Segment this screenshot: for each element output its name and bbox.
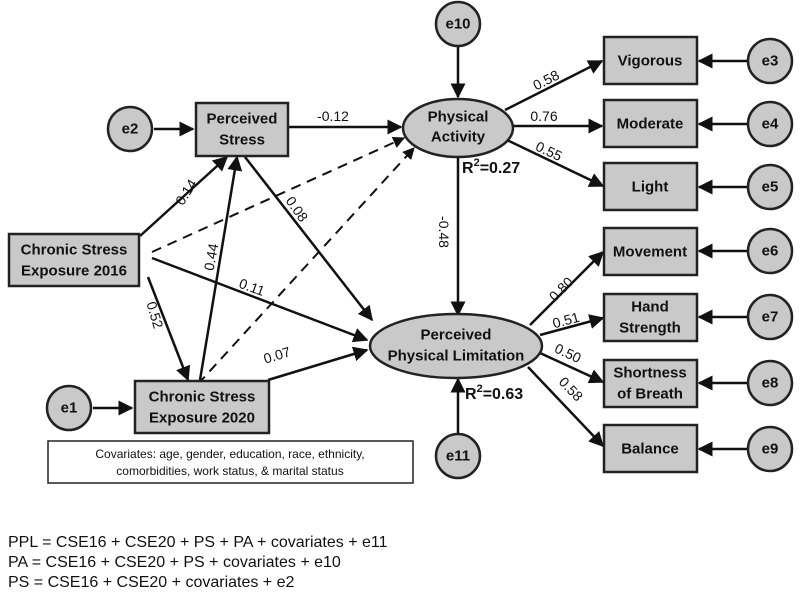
- node-perceived-stress: Perceived Stress: [194, 101, 290, 158]
- svg-text:e7: e7: [762, 309, 779, 326]
- coef-cse16-cse20: 0.52: [143, 300, 166, 331]
- coef-cse20-ppl: 0.07: [262, 343, 293, 366]
- svg-text:Shortness: Shortness: [613, 365, 686, 382]
- svg-text:Chronic Stress: Chronic Stress: [21, 242, 128, 259]
- svg-text:e4: e4: [762, 116, 779, 133]
- arrow-cse20-ppl: [267, 346, 369, 382]
- svg-text:e2: e2: [122, 121, 139, 138]
- r2-perceived-physical-limitation: R2=0.63: [465, 383, 523, 403]
- svg-text:e8: e8: [762, 375, 779, 392]
- svg-text:Vigorous: Vigorous: [618, 53, 683, 70]
- arrow-ppl-movement: [529, 250, 605, 326]
- node-moderate: Moderate: [602, 98, 699, 149]
- svg-text:Strength: Strength: [619, 320, 681, 337]
- node-perceived-physical-limitation: Perceived Physical Limitation: [368, 312, 544, 380]
- error-e6: e6: [746, 227, 794, 275]
- svg-text:e9: e9: [762, 441, 779, 458]
- coef-cse16-ps: 0.14: [172, 176, 200, 208]
- arrow-ppl-hand: [539, 314, 605, 337]
- svg-text:Chronic Stress: Chronic Stress: [149, 389, 256, 406]
- svg-text:Exposure 2016: Exposure 2016: [21, 263, 127, 280]
- svg-text:e3: e3: [762, 53, 779, 70]
- error-e2: e2: [106, 105, 154, 153]
- arrow-cse16-ps: [139, 155, 229, 237]
- svg-text:e6: e6: [762, 243, 779, 260]
- svg-text:Movement: Movement: [613, 244, 687, 261]
- svg-text:Perceived: Perceived: [207, 111, 278, 128]
- error-e11: e11: [434, 432, 482, 480]
- node-physical-activity: Physical Activity: [401, 97, 515, 159]
- svg-text:e10: e10: [445, 16, 470, 33]
- covariates-line-1: Covariates: age, gender, education, race…: [95, 447, 364, 461]
- svg-text:Physical Limitation: Physical Limitation: [388, 348, 525, 365]
- r2-physical-activity: R2=0.27: [462, 157, 520, 177]
- svg-text:Activity: Activity: [431, 129, 486, 146]
- arrow-ps-ppl: [244, 156, 373, 322]
- node-cse2020: Chronic Stress Exposure 2020: [133, 379, 271, 435]
- svg-text:Stress: Stress: [219, 132, 265, 149]
- coef-ps-pa: -0.12: [317, 108, 349, 124]
- coef-cse16-ppl: 0.11: [237, 275, 267, 299]
- svg-text:Exposure 2020: Exposure 2020: [149, 410, 255, 427]
- coef-pa-ppl: -0.48: [436, 216, 452, 248]
- coef-ppl-movement: 0.80: [546, 274, 577, 305]
- arrows: [93, 46, 748, 457]
- coef-cse20-ps: 0.44: [201, 242, 222, 272]
- arrow-cse16-cse20: [146, 276, 191, 382]
- error-e8: e8: [746, 359, 794, 407]
- error-e3: e3: [746, 37, 794, 85]
- svg-text:e5: e5: [762, 179, 779, 196]
- equation-ppl: PPL = CSE16 + CSE20 + PS + PA + covariat…: [8, 534, 388, 551]
- node-balance: Balance: [602, 423, 699, 474]
- error-e4: e4: [746, 100, 794, 148]
- svg-text:of Breath: of Breath: [617, 386, 683, 403]
- covariates-line-2: comorbidities, work status, & marital st…: [116, 464, 343, 478]
- node-vigorous: Vigorous: [602, 35, 699, 86]
- covariates-box: Covariates: age, gender, education, race…: [47, 440, 414, 484]
- node-light: Light: [602, 161, 699, 212]
- arrow-cse16-ppl: [151, 256, 369, 343]
- error-e7: e7: [746, 293, 794, 341]
- svg-text:e1: e1: [61, 400, 78, 417]
- node-hand-strength: Hand Strength: [602, 292, 699, 343]
- node-shortness-of-breath: Shortness of Breath: [602, 358, 699, 409]
- node-cse2016: Chronic Stress Exposure 2016: [7, 232, 141, 288]
- svg-text:Balance: Balance: [621, 441, 679, 458]
- arrow-cse16-pa-dashed: [151, 136, 406, 253]
- error-e9: e9: [746, 425, 794, 473]
- coef-pa-moderate: 0.76: [530, 108, 557, 124]
- arrow-cse20-pa-dashed: [197, 147, 415, 385]
- node-movement: Movement: [602, 226, 699, 277]
- coef-ppl-hand: 0.51: [551, 309, 582, 332]
- equation-pa: PA = CSE16 + CSE20 + PS + covariates + e…: [8, 554, 341, 571]
- svg-text:Light: Light: [632, 179, 669, 196]
- arrow-pa-light: [506, 138, 605, 188]
- svg-text:e11: e11: [446, 448, 470, 465]
- error-e1: e1: [45, 384, 93, 432]
- arrow-cse20-ps: [198, 155, 243, 381]
- equation-ps: PS = CSE16 + CSE20 + covariates + e2: [8, 574, 295, 591]
- error-e10: e10: [434, 0, 482, 48]
- arrow-ppl-breath: [539, 351, 605, 384]
- arrow-pa-vigorous: [504, 59, 604, 112]
- svg-text:Perceived: Perceived: [421, 327, 492, 344]
- arrow-ppl-balance: [527, 366, 605, 448]
- svg-text:Moderate: Moderate: [617, 116, 684, 133]
- error-e5: e5: [746, 163, 794, 211]
- svg-text:Hand: Hand: [631, 299, 669, 316]
- svg-text:Physical: Physical: [428, 109, 489, 126]
- model-equations: PPL = CSE16 + CSE20 + PS + PA + covariat…: [8, 533, 388, 593]
